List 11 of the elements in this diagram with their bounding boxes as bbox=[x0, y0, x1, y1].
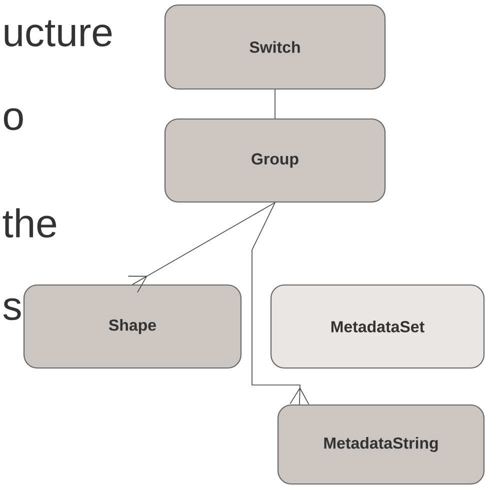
connector bbox=[128, 202, 276, 293]
class-box: Switch bbox=[164, 4, 386, 90]
class-box: Shape bbox=[23, 284, 242, 369]
slide-text: ucture bbox=[4, 20, 112, 47]
slide-text: the bbox=[2, 208, 56, 238]
class-box: MetadataSet bbox=[270, 284, 485, 369]
connector bbox=[274, 89, 276, 119]
connector bbox=[252, 202, 310, 405]
class-box: MetadataString bbox=[277, 404, 485, 485]
class-box: Group bbox=[164, 118, 386, 203]
slide-text: o bbox=[4, 108, 23, 130]
